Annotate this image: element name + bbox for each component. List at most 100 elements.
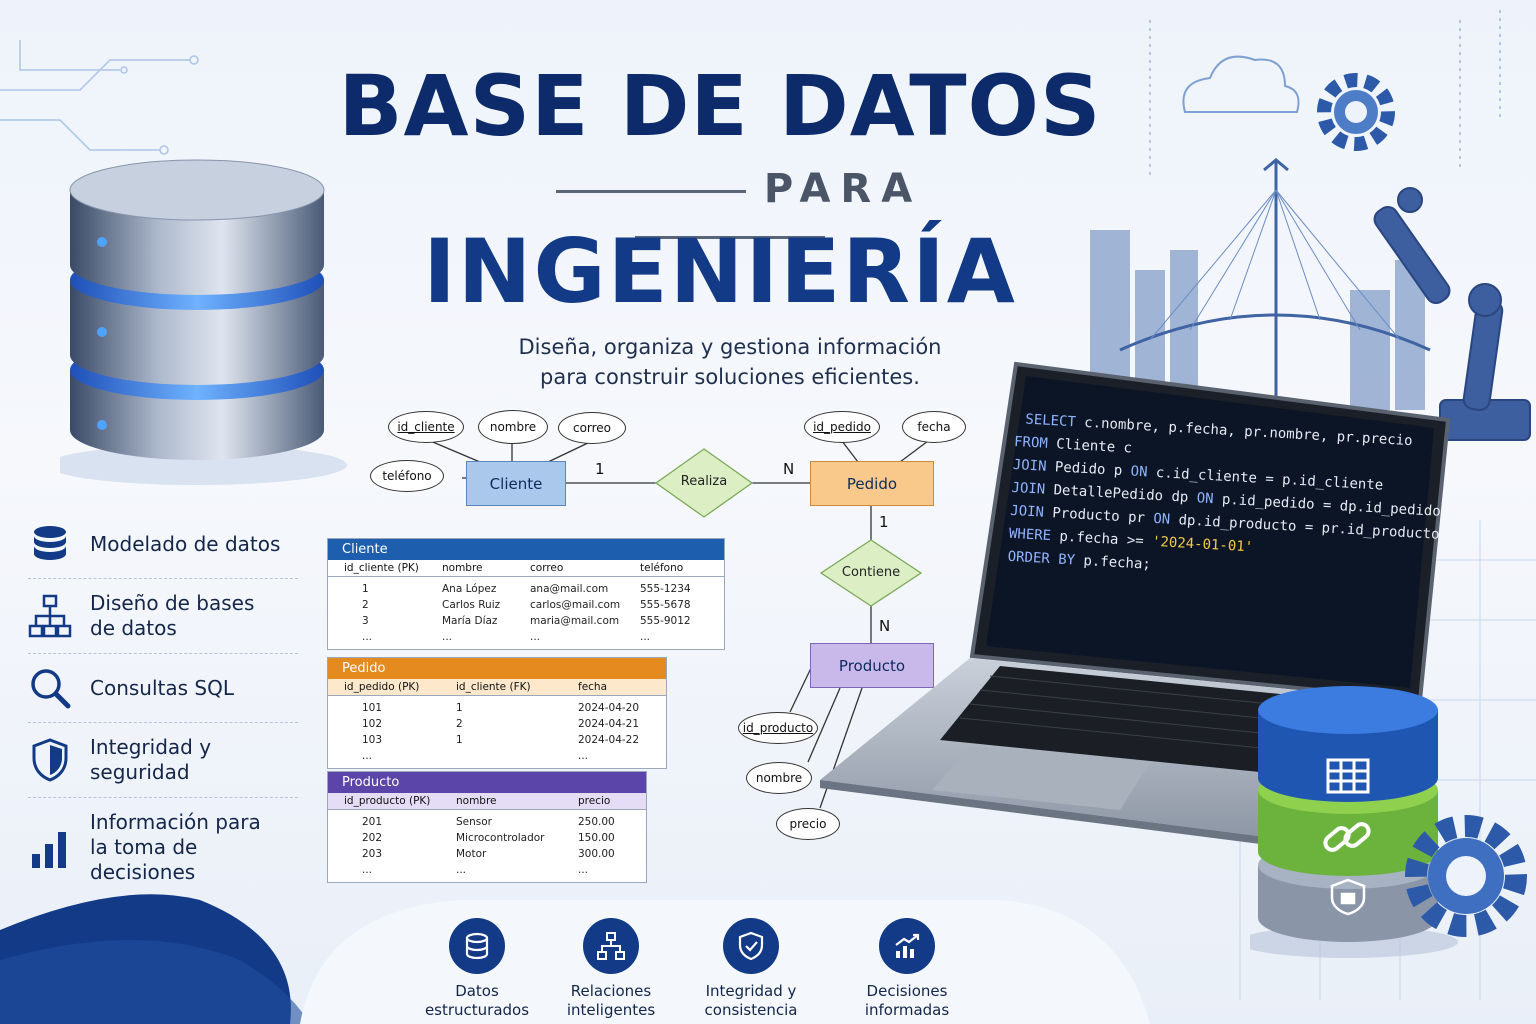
link-icon <box>1323 822 1371 852</box>
table-title: Cliente <box>328 539 724 560</box>
page-title: BASE DE DATOS <box>338 57 1102 155</box>
table-cell: María Díaz <box>442 615 498 627</box>
code-token: ON <box>1196 490 1214 508</box>
cardinality-label: 1 <box>879 513 889 531</box>
shield-icon <box>32 738 68 782</box>
table-cell: 2 <box>362 599 369 611</box>
table-row: ......... <box>328 862 646 878</box>
badge-label: Integridad y consistencia <box>704 982 798 1019</box>
code-token: ON <box>1152 510 1171 528</box>
table-cell: 103 <box>362 734 383 746</box>
search-icon <box>31 669 71 709</box>
code-token: Pedido p <box>1046 458 1132 480</box>
badge-decisiones: Decisiones informadas <box>832 918 982 1020</box>
code-token: ORDER BY <box>1007 548 1076 569</box>
cardinality-label: 1 <box>595 460 605 478</box>
subtitle-line-1: Diseña, organiza y gestiona información <box>518 335 942 359</box>
subtitle-line-2: para construir soluciones eficientes. <box>540 365 920 389</box>
attr-id-producto: id_producto <box>738 712 818 744</box>
table-cell <box>440 748 562 764</box>
attr-id-pedido: id_pedido <box>804 411 880 443</box>
badge-relaciones: Relaciones inteligentes <box>536 918 686 1020</box>
table-header: id_pedido (PK) id_cliente (FK) fecha <box>328 679 666 696</box>
table-cliente: Cliente id_cliente (PK) nombre correo te… <box>327 538 725 650</box>
table-cell: ... <box>362 750 373 762</box>
code-token: WHERE <box>1008 525 1052 545</box>
table-cell: 201 <box>362 816 383 828</box>
table-cell: 1 <box>362 583 369 595</box>
entity-producto: Producto <box>810 643 934 688</box>
table-cell: 1 <box>456 734 463 746</box>
feature-label: Consultas SQL <box>90 675 234 700</box>
table-cell: Carlos Ruiz <box>442 599 501 611</box>
title-connector: PARA <box>440 166 1020 258</box>
table-cell: 203 <box>362 848 383 860</box>
code-token: ON <box>1130 463 1148 481</box>
attr-id-cliente: id_cliente <box>388 411 464 443</box>
table-cell: 102 <box>362 718 383 730</box>
table-header: id_cliente (PK) nombre correo teléfono <box>328 560 724 577</box>
code-token: Cliente c <box>1047 435 1133 457</box>
shield-check-icon <box>723 918 779 974</box>
table-cell: 250.00 <box>578 816 615 828</box>
table-row: 2 Carlos Ruiz carlos@mail.com 555-5678 <box>328 597 724 613</box>
table-row: ............ <box>328 629 724 645</box>
hierarchy-icon <box>28 594 72 638</box>
attr-fecha: fecha <box>902 411 966 443</box>
shield-lock-icon <box>1330 878 1366 916</box>
table-cell: Motor <box>456 848 487 860</box>
database-icon <box>449 918 505 974</box>
table-icon <box>1326 758 1370 794</box>
column-header: correo <box>530 562 564 574</box>
attr-nombre-producto: nombre <box>746 762 812 794</box>
code-token: FROM <box>1013 433 1049 452</box>
cardinality-label: N <box>783 460 795 478</box>
code-token: JOIN <box>1012 456 1047 475</box>
feature-item: Consultas SQL <box>28 654 298 723</box>
database-icon <box>34 526 66 560</box>
feature-label: Modelado de datos <box>90 531 281 556</box>
column-header: id_pedido (PK) <box>344 681 420 693</box>
feature-label: Diseño de bases de datos <box>90 591 255 640</box>
table-cell: ... <box>362 864 373 876</box>
column-header: precio <box>578 795 611 807</box>
feature-list: Modelado de datos Diseño de bases de dat… <box>28 510 298 897</box>
gear-icon <box>1405 815 1527 937</box>
table-title: Producto <box>328 772 646 793</box>
badge-datos-estructurados: Datos estructurados <box>402 918 552 1020</box>
table-cell: ... <box>442 631 453 643</box>
table-cell: Ana López <box>442 583 497 595</box>
column-header: nombre <box>456 795 497 807</box>
table-pedido: Pedido id_pedido (PK) id_cliente (FK) fe… <box>327 657 667 769</box>
entity-pedido: Pedido <box>810 461 934 506</box>
code-token: Producto pr <box>1043 504 1154 527</box>
table-cell: 555-1234 <box>640 583 691 595</box>
code-token: JOIN <box>1009 502 1045 521</box>
column-header: id_cliente (FK) <box>456 681 531 693</box>
feature-item: Diseño de bases de datos <box>28 579 298 654</box>
attr-nombre: nombre <box>478 410 548 444</box>
sql-code-editor: SELECT c.nombre, p.fecha, pr.nombre, pr.… <box>1007 408 1441 592</box>
feature-item: Integridad y seguridad <box>28 723 298 798</box>
table-cell: 555-9012 <box>640 615 691 627</box>
table-header: id_producto (PK) nombre precio <box>328 793 646 810</box>
table-row: ...... <box>328 748 666 764</box>
table-cell: 555-5678 <box>640 599 691 611</box>
table-cell: maria@mail.com <box>530 615 620 627</box>
column-header: id_producto (PK) <box>344 795 431 807</box>
table-cell: ... <box>362 631 373 643</box>
column-header: id_cliente (PK) <box>344 562 419 574</box>
database-illustration <box>60 159 347 485</box>
code-token: p.fecha; <box>1074 552 1152 573</box>
table-cell: carlos@mail.com <box>530 599 621 611</box>
feature-label: Integridad y seguridad <box>90 735 212 784</box>
